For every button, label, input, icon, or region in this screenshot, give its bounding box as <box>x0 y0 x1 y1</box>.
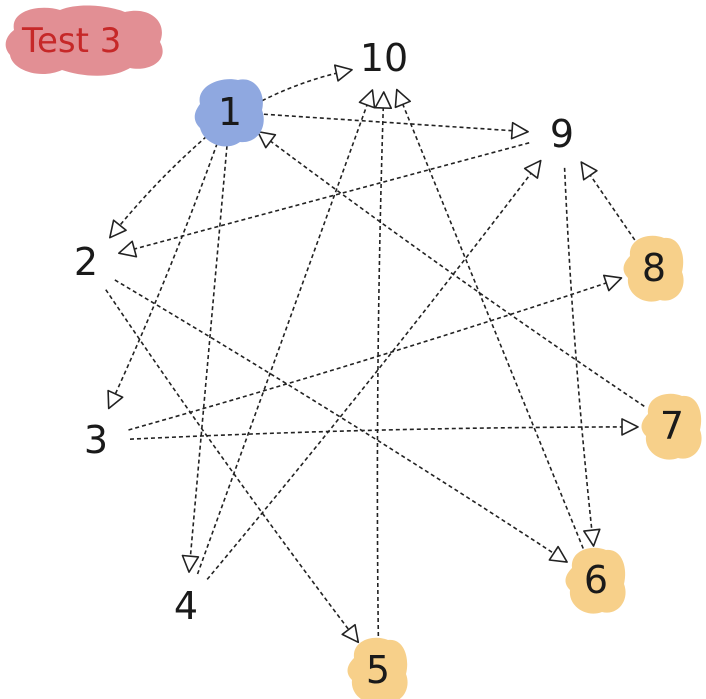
edge-line <box>105 289 357 640</box>
edge-arrowhead <box>580 161 598 181</box>
node-8: 8 <box>623 235 684 302</box>
edge-arrowhead <box>256 130 277 149</box>
node-label: 2 <box>74 240 98 284</box>
edge-line <box>196 93 372 575</box>
edge-arrowhead <box>394 88 412 109</box>
edge-line <box>109 143 218 406</box>
edge-line <box>397 92 584 549</box>
node-7: 7 <box>641 393 702 460</box>
edge-1-to-2 <box>109 135 207 239</box>
nodes-layer: 1 2 3 4 5 6 7 8 9 10 <box>74 36 702 699</box>
edge-line <box>263 113 525 133</box>
edge-2-to-5 <box>105 289 360 644</box>
edge-1-to-10 <box>261 64 353 102</box>
edge-8-to-9 <box>580 161 636 241</box>
edge-line <box>114 279 565 561</box>
node-label: 5 <box>366 648 390 692</box>
node-label: 6 <box>584 558 608 602</box>
edge-1-to-3 <box>107 143 218 410</box>
edge-3-to-8 <box>128 274 623 431</box>
edge-9-to-2 <box>118 142 530 258</box>
node-label: 4 <box>174 584 198 628</box>
edge-1-to-9 <box>263 113 529 140</box>
edge-5-to-10 <box>374 91 393 637</box>
edge-arrowhead <box>333 64 353 82</box>
edge-arrowhead <box>107 389 124 410</box>
edge-1-to-4 <box>181 145 228 573</box>
edge-arrowhead <box>510 121 529 140</box>
edges-layer <box>105 64 645 644</box>
edge-arrowhead <box>523 159 542 179</box>
node-label: 3 <box>84 418 108 462</box>
edge-line <box>122 142 530 253</box>
node-3: 3 <box>84 418 108 462</box>
target-node-highlight <box>347 637 408 699</box>
edge-line <box>376 95 385 637</box>
edge-line <box>128 278 618 431</box>
node-10: 10 <box>360 36 408 80</box>
edge-line <box>582 164 636 241</box>
node-label: 9 <box>550 112 574 156</box>
edge-arrowhead <box>621 418 639 436</box>
edge-4-to-9 <box>206 159 542 580</box>
edge-arrowhead <box>181 554 200 573</box>
edge-arrowhead <box>109 219 127 239</box>
node-label: 8 <box>642 246 666 290</box>
edge-line <box>129 426 635 440</box>
node-5: 5 <box>347 637 408 699</box>
edge-line <box>111 135 207 236</box>
edge-3-to-7 <box>129 418 639 440</box>
edge-line <box>260 133 645 407</box>
edge-arrowhead <box>374 91 393 110</box>
edge-2-to-6 <box>114 279 568 563</box>
target-node-highlight <box>641 393 702 460</box>
target-node-highlight <box>565 547 626 614</box>
edge-7-to-1 <box>256 130 645 407</box>
node-2: 2 <box>74 240 98 284</box>
target-node-highlight <box>623 235 684 302</box>
node-label: 1 <box>218 90 242 134</box>
edge-4-to-10 <box>196 89 376 575</box>
edge-arrowhead <box>583 528 601 547</box>
title-blob <box>5 5 163 76</box>
edge-9-to-6 <box>563 167 601 547</box>
edge-6-to-10 <box>394 88 584 549</box>
node-1: 1 <box>194 79 264 147</box>
node-6: 6 <box>565 547 626 614</box>
start-node-highlight <box>194 79 264 147</box>
edge-arrowhead <box>341 623 360 644</box>
edge-line <box>563 167 594 543</box>
edge-line <box>206 163 539 580</box>
edge-arrowhead <box>548 545 568 563</box>
edge-line <box>188 145 228 569</box>
edge-arrowhead <box>358 89 376 109</box>
edge-arrowhead <box>602 274 623 292</box>
title-badge: Test 3 <box>5 5 163 76</box>
edge-arrowhead <box>118 240 138 258</box>
node-label: 7 <box>660 404 684 448</box>
diagram-title: Test 3 <box>21 21 121 61</box>
node-9: 9 <box>550 112 574 156</box>
node-label: 10 <box>360 36 408 80</box>
node-4: 4 <box>174 584 198 628</box>
edge-line <box>261 69 349 102</box>
